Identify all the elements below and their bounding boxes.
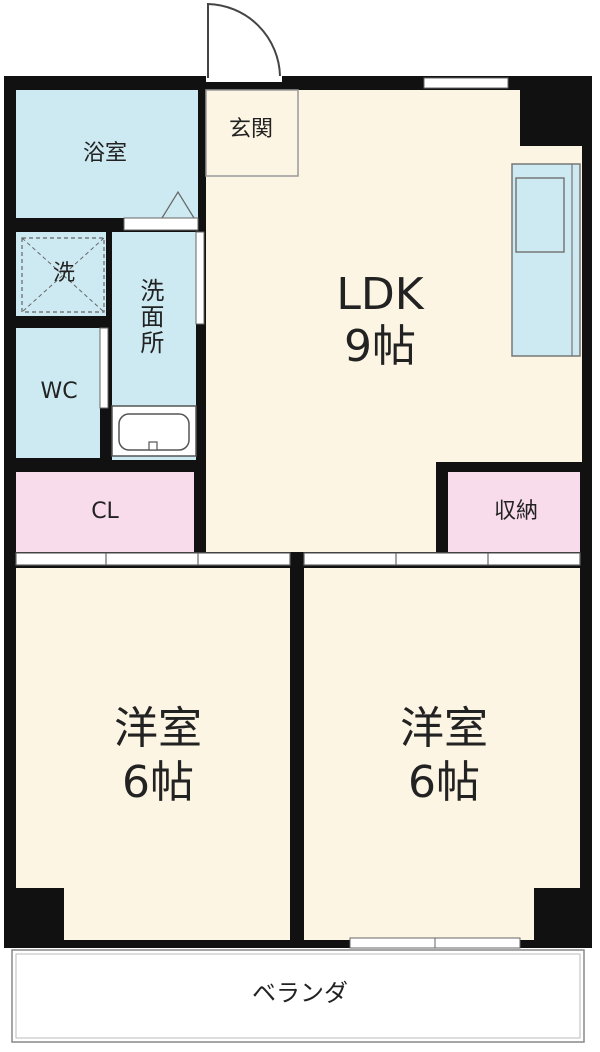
washer-pan-diagonal-2	[21, 237, 105, 313]
western-room-left-floor	[16, 568, 290, 940]
storage-area	[448, 472, 580, 552]
wc-door	[99, 327, 109, 409]
bathroom-door-swing	[161, 190, 195, 219]
western-room-right-name: 洋室	[400, 703, 488, 754]
bathroom-label: 浴室	[82, 141, 127, 166]
veranda-label: ベランダ	[252, 979, 348, 1007]
entrance-door-gap	[206, 72, 282, 82]
kitchen-sink	[515, 177, 565, 253]
ldk-name-label: LDK	[336, 269, 424, 320]
room-doors	[303, 552, 581, 566]
bathroom-door	[123, 217, 199, 231]
column-top-right	[520, 88, 584, 146]
bathroom-area	[16, 90, 198, 218]
closet-label: CL	[91, 499, 119, 524]
ldk-size-label: 9帖	[344, 321, 416, 372]
washer-area	[16, 232, 106, 316]
storage-label: 収納	[493, 499, 538, 524]
wc-area	[16, 328, 100, 458]
column-bottom-right	[534, 888, 590, 946]
western-room-left-name: 洋室	[114, 703, 202, 754]
veranda-rail	[15, 953, 581, 1039]
washroom-label: 洗面所	[135, 278, 164, 356]
entrance-label: 玄関	[228, 117, 273, 142]
window-top	[423, 77, 509, 89]
ldk-floor-lower	[206, 460, 436, 552]
entrance-door-swing	[207, 2, 281, 78]
washroom-door	[195, 231, 205, 325]
western-room-right-size: 6帖	[408, 757, 480, 808]
washbasin-drain	[148, 441, 158, 451]
wc-label: WC	[40, 379, 78, 404]
veranda-area	[11, 949, 585, 1043]
washer-pan	[21, 237, 105, 313]
closet-doors	[15, 552, 291, 566]
washer-pan-diagonal-1	[21, 237, 105, 313]
column-bottom-left	[4, 888, 64, 946]
western-room-left-size: 6帖	[122, 757, 194, 808]
western-room-right-floor	[304, 568, 580, 940]
closet-area	[16, 472, 194, 552]
washer-label: 洗	[52, 261, 75, 286]
entrance-area	[205, 89, 299, 177]
